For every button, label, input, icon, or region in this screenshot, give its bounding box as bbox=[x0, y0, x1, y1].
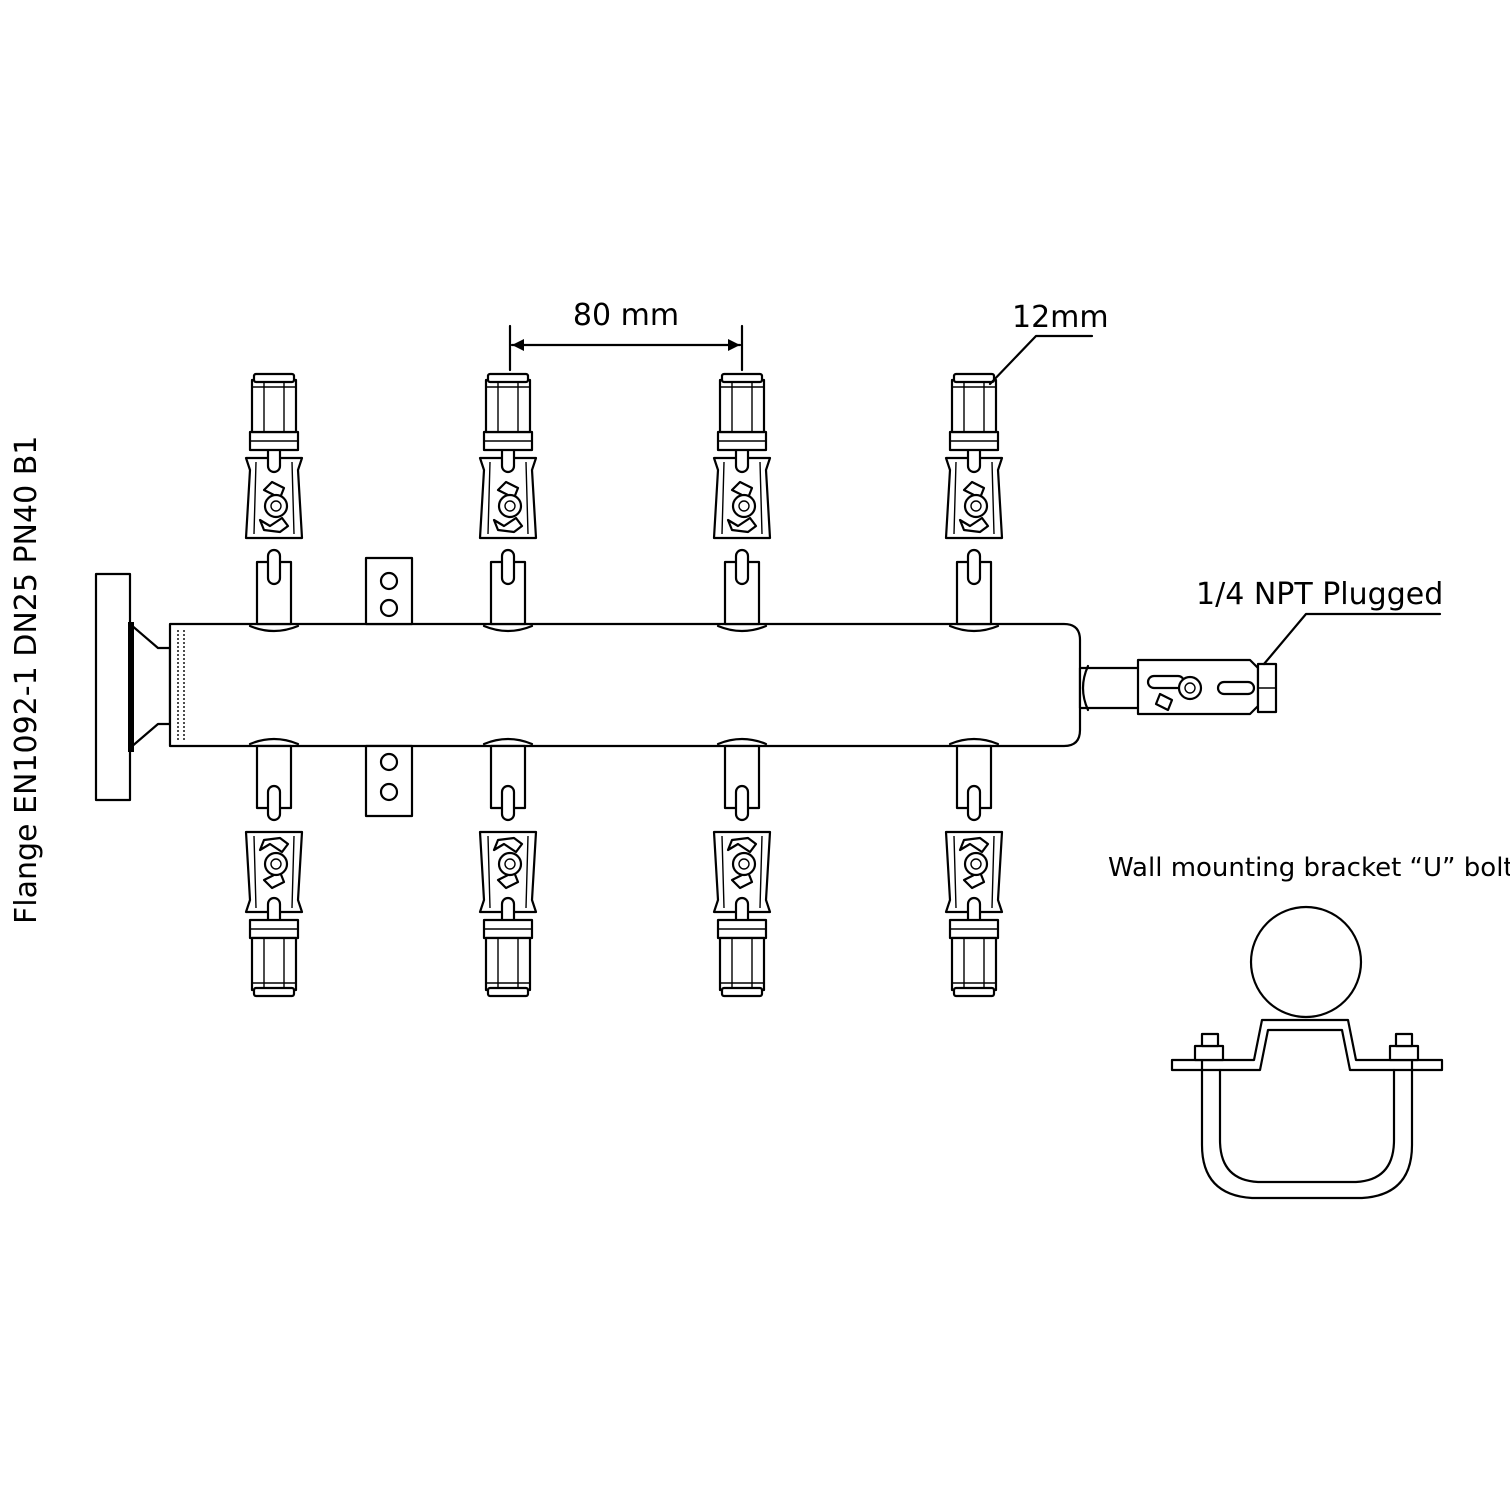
bracket-nut-left bbox=[1193, 1044, 1225, 1062]
tube-size-callout: 12mm bbox=[988, 300, 1109, 386]
flange-gasket bbox=[128, 622, 134, 752]
end-plug-callout: 1/4 NPT Plugged bbox=[1196, 577, 1443, 666]
body-bracket-bottom bbox=[364, 744, 414, 818]
valve-top-4 bbox=[944, 372, 1004, 633]
flange-neck bbox=[128, 622, 172, 750]
flange-label: Flange EN1092-1 DN25 PN40 B1 bbox=[9, 436, 44, 924]
bracket-label: Wall mounting bracket “U” bolt bbox=[1108, 853, 1510, 883]
valve-bottom-1 bbox=[244, 737, 304, 998]
end-stub bbox=[1078, 666, 1144, 710]
flange bbox=[94, 572, 172, 802]
end-plug-label: 1/4 NPT Plugged bbox=[1196, 577, 1443, 612]
valve-top-3 bbox=[712, 372, 772, 633]
valve-bottom-2 bbox=[478, 737, 538, 998]
valve-bottom-3 bbox=[712, 737, 772, 998]
valve-top-2 bbox=[478, 372, 538, 633]
flange-plate bbox=[94, 572, 132, 802]
bracket-nut-right bbox=[1388, 1044, 1420, 1062]
tube-size-label: 12mm bbox=[1012, 300, 1109, 335]
end-plug-valve bbox=[1078, 658, 1278, 716]
spacing-dimension: 80 mm bbox=[508, 298, 744, 372]
spacing-label: 80 mm bbox=[573, 298, 679, 333]
end-valve-knob bbox=[1177, 675, 1203, 701]
bracket-pipe bbox=[1249, 905, 1363, 1019]
body-bracket-top bbox=[364, 556, 414, 626]
valve-bottom-4 bbox=[944, 737, 1004, 998]
valve-top-1 bbox=[244, 372, 304, 633]
bracket-plate bbox=[1170, 1018, 1444, 1072]
u-bolt-bracket-detail: Wall mounting bracket “U” bolt bbox=[1108, 853, 1510, 1200]
manifold-body bbox=[168, 622, 1082, 748]
